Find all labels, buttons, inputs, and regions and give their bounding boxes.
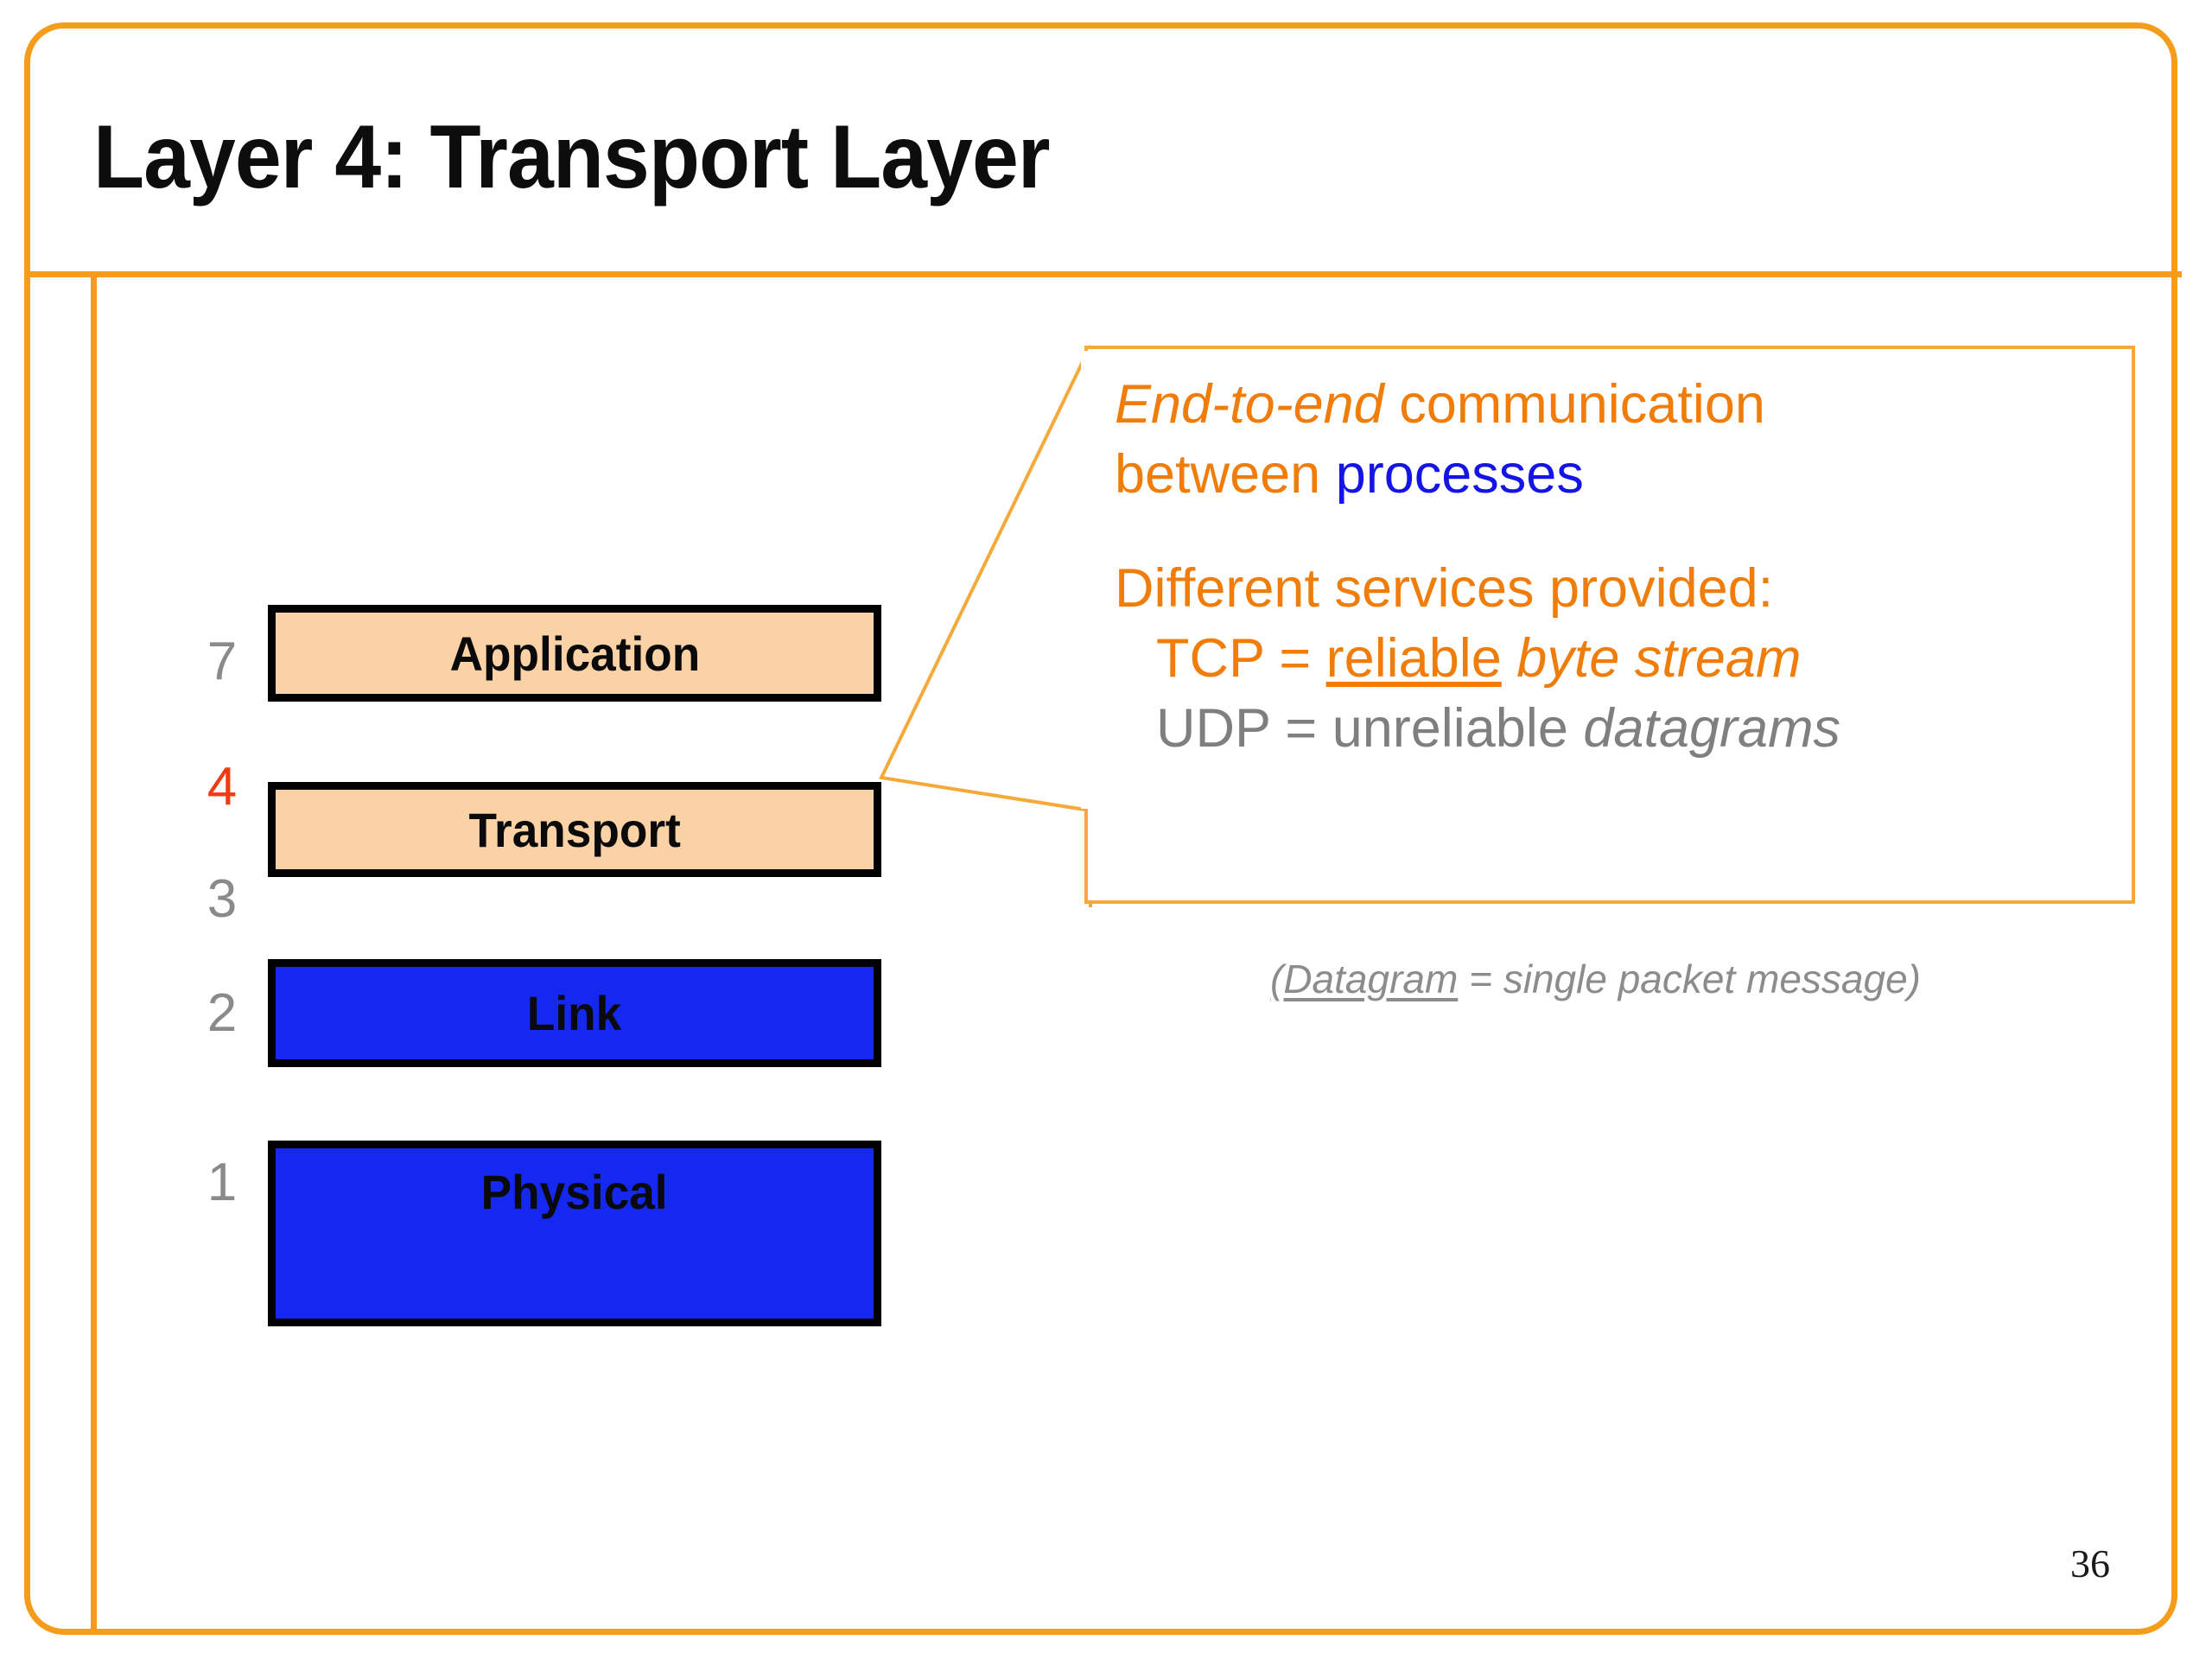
callout-box — [1084, 346, 2135, 904]
callout-udp-plain: unreliable — [1332, 697, 1568, 759]
callout-line-services: Different services provided: — [1115, 558, 1774, 620]
callout-line-end-to-end: End-to-end communication — [1115, 370, 2126, 440]
layer-box-physical-label: Physical — [481, 1165, 668, 1219]
layer-number-3: 3 — [207, 869, 238, 929]
layer-box-link[interactable]: Link — [268, 959, 881, 1067]
layer-number-2: 2 — [207, 983, 238, 1043]
callout-line1-rest: communication — [1383, 374, 1765, 435]
callout-highlight-processes: processes — [1335, 443, 1584, 505]
callout-udp-prefix: UDP = — [1156, 697, 1332, 759]
title-separator-rule — [30, 271, 2182, 277]
datagram-note: (Datagram = single packet message) — [1270, 956, 1921, 1002]
callout-line-udp: UDP = unreliable datagrams — [1115, 694, 2126, 764]
layer-box-application[interactable]: Application — [268, 605, 881, 702]
layer-number-7: 7 — [207, 632, 238, 691]
page-title: Layer 4: Transport Layer — [93, 107, 1050, 207]
layer-box-transport[interactable]: Transport — [268, 782, 881, 877]
callout-line-tcp: TCP = reliable byte stream — [1115, 624, 2126, 694]
callout-line-between-processes: between processes — [1115, 440, 2126, 510]
callout-text-block: End-to-end communication between process… — [1115, 370, 2126, 763]
callout-tcp-italic: byte stream — [1501, 627, 1802, 689]
layer-number-1: 1 — [207, 1153, 238, 1212]
callout-notch-mask — [1081, 351, 1090, 809]
callout-line2-prefix: between — [1115, 443, 1336, 505]
callout-tcp-prefix: TCP = — [1156, 627, 1326, 689]
layer-box-transport-label: Transport — [468, 802, 681, 857]
layer-number-4: 4 — [207, 757, 238, 817]
callout-pointer-icon — [864, 337, 1106, 916]
datagram-note-rest: = single packet message) — [1458, 957, 1921, 1001]
callout-tcp-underlined: reliable — [1325, 627, 1502, 689]
callout-paragraph-gap — [1115, 509, 2126, 554]
layer-box-application-label: Application — [449, 626, 700, 681]
page-number: 36 — [2070, 1541, 2110, 1586]
datagram-note-term: (Datagram — [1270, 957, 1459, 1001]
layer-box-link-label: Link — [527, 986, 622, 1040]
content-left-rule — [91, 277, 97, 1630]
layer-box-physical[interactable]: Physical — [268, 1141, 881, 1326]
callout-emphasis-end-to-end: End-to-end — [1115, 374, 1384, 435]
callout-udp-italic: datagrams — [1567, 697, 1841, 759]
